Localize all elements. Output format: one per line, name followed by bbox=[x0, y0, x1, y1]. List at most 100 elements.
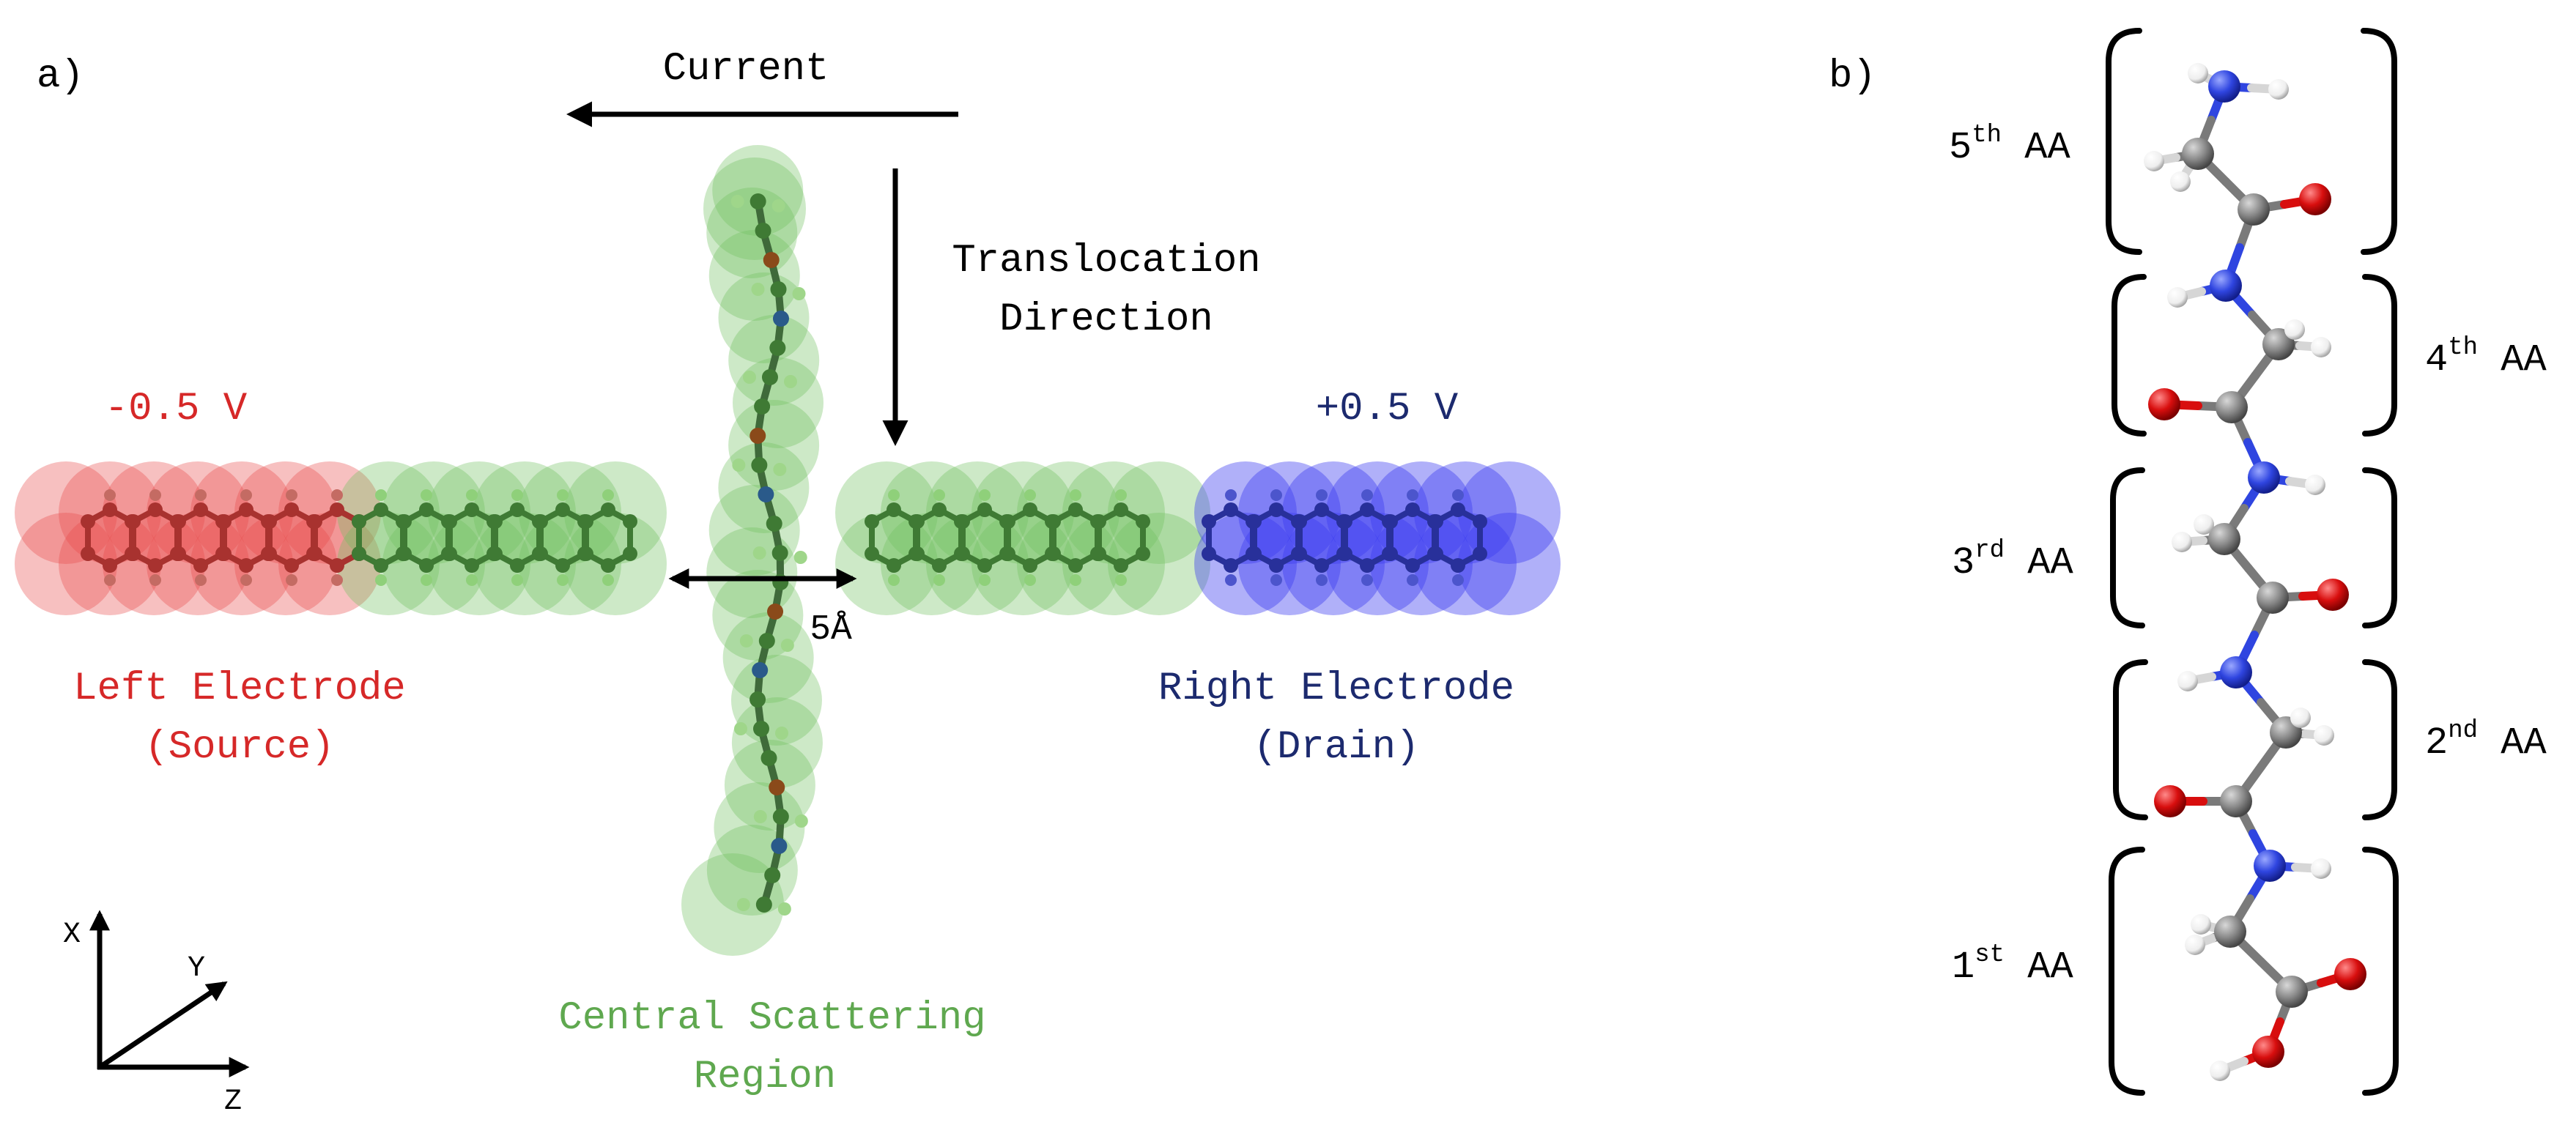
nitrogen-atom bbox=[2220, 656, 2252, 688]
ring-hydrogen bbox=[331, 574, 343, 586]
hydrogen-atom bbox=[2191, 914, 2211, 935]
ring-atom bbox=[977, 558, 992, 573]
ring-atom bbox=[148, 558, 163, 573]
ring-atom bbox=[533, 514, 548, 529]
electrode-sphere bbox=[1282, 513, 1385, 615]
ring-hydrogen bbox=[1361, 489, 1373, 501]
ring-atom bbox=[579, 546, 593, 561]
bracket-3-left bbox=[2110, 467, 2145, 628]
carbon-atom bbox=[2276, 976, 2308, 1008]
chain-atom bbox=[769, 779, 785, 795]
chain-sphere bbox=[728, 400, 820, 491]
ring-atom bbox=[239, 558, 253, 573]
ring-atom bbox=[1136, 514, 1150, 529]
hydrogen-atom bbox=[2170, 171, 2191, 192]
ring-hydrogen bbox=[286, 574, 297, 586]
carbon-atom bbox=[2182, 138, 2214, 170]
ring-atom bbox=[932, 502, 947, 517]
ring-atom bbox=[865, 546, 879, 561]
ring-atom bbox=[910, 546, 925, 561]
panel-a-label: a) bbox=[37, 54, 84, 99]
ring-hydrogen bbox=[1225, 489, 1237, 501]
electrode-sphere bbox=[1238, 513, 1341, 615]
ring-hydrogen bbox=[1070, 574, 1081, 586]
residue-label-3: 3rd AA bbox=[1952, 537, 2073, 584]
ring-atom bbox=[262, 514, 277, 529]
ring-hydrogen bbox=[240, 574, 252, 586]
ring-atom bbox=[1114, 502, 1128, 517]
right-electrode-region bbox=[1194, 461, 1561, 615]
bracket-2-right bbox=[2362, 659, 2397, 820]
ring-atom bbox=[103, 502, 117, 517]
chain-atom bbox=[758, 486, 774, 502]
nitrogen-atom bbox=[2210, 270, 2242, 302]
ring-atom bbox=[217, 546, 232, 561]
ring-hydrogen bbox=[1225, 574, 1237, 586]
ring-atom bbox=[81, 514, 95, 529]
ring-atom bbox=[887, 558, 901, 573]
ring-hydrogen bbox=[1024, 489, 1036, 501]
bracket-2-left bbox=[2113, 659, 2148, 820]
bracket-4-left bbox=[2111, 274, 2147, 437]
right-electrode-label-line1: Right Electrode bbox=[1158, 667, 1514, 711]
ring-atom bbox=[1383, 546, 1398, 561]
ring-atom bbox=[330, 502, 344, 517]
chain-atom bbox=[754, 398, 771, 415]
right-electrode-label-line2: (Drain) bbox=[1254, 725, 1420, 770]
ring-atom bbox=[193, 502, 208, 517]
carbon-atom bbox=[2257, 582, 2289, 614]
hydrogen-atom bbox=[2314, 725, 2334, 746]
carbon-atom bbox=[2214, 916, 2246, 948]
chain-atom bbox=[771, 545, 788, 561]
hydrogen-atom bbox=[2210, 1061, 2230, 1081]
ring-hydrogen bbox=[933, 574, 945, 586]
electrode-sphere bbox=[15, 513, 117, 615]
chain-atom bbox=[761, 369, 778, 385]
ring-atom bbox=[955, 546, 970, 561]
ring-atom bbox=[1292, 514, 1307, 529]
ring-hydrogen bbox=[104, 574, 116, 586]
left-voltage: -0.5 V bbox=[105, 387, 248, 431]
ring-atom bbox=[601, 502, 615, 517]
ring-hydrogen bbox=[375, 489, 387, 501]
electrode-sphere bbox=[1458, 513, 1561, 615]
ring-atom bbox=[397, 514, 412, 529]
oxygen-atom bbox=[2148, 388, 2180, 420]
hydrogen-atom bbox=[2172, 532, 2192, 552]
ring-hydrogen bbox=[557, 489, 569, 501]
electrode-sphere bbox=[1108, 513, 1210, 615]
ring-atom bbox=[1068, 558, 1083, 573]
ring-atom bbox=[81, 546, 95, 561]
chain-hydrogen bbox=[742, 371, 756, 384]
ring-atom bbox=[1473, 514, 1487, 529]
ring-atom bbox=[579, 514, 593, 529]
ring-hydrogen bbox=[421, 489, 432, 501]
chain-sphere bbox=[731, 697, 823, 788]
chain-atom bbox=[750, 193, 766, 209]
axis-z-label: Z bbox=[224, 1085, 242, 1118]
hydrogen-atom bbox=[2194, 514, 2214, 535]
chain-sphere bbox=[681, 853, 784, 956]
ring-hydrogen bbox=[375, 574, 387, 586]
ring-hydrogen bbox=[888, 489, 900, 501]
ring-atom bbox=[510, 558, 525, 573]
chain-atom bbox=[772, 809, 789, 825]
electrode-sphere bbox=[1458, 461, 1561, 564]
chain-atom bbox=[767, 604, 784, 620]
ring-atom bbox=[352, 514, 366, 529]
ring-hydrogen bbox=[979, 574, 991, 586]
ring-hydrogen bbox=[933, 489, 945, 501]
ring-atom bbox=[533, 546, 548, 561]
chain-atom bbox=[770, 281, 787, 297]
hydrogen-atom bbox=[2268, 79, 2289, 100]
ring-atom bbox=[1473, 546, 1487, 561]
ring-hydrogen bbox=[1407, 489, 1418, 501]
hydrogen-atom bbox=[2144, 151, 2164, 171]
nitrogen-atom bbox=[2254, 850, 2286, 882]
hydrogen-atom bbox=[2188, 63, 2208, 83]
ring-atom bbox=[1114, 558, 1128, 573]
ring-hydrogen bbox=[195, 574, 207, 586]
chain-hydrogen bbox=[773, 463, 787, 476]
chain-sphere bbox=[718, 272, 810, 363]
hydrogen-atom bbox=[2311, 858, 2331, 879]
